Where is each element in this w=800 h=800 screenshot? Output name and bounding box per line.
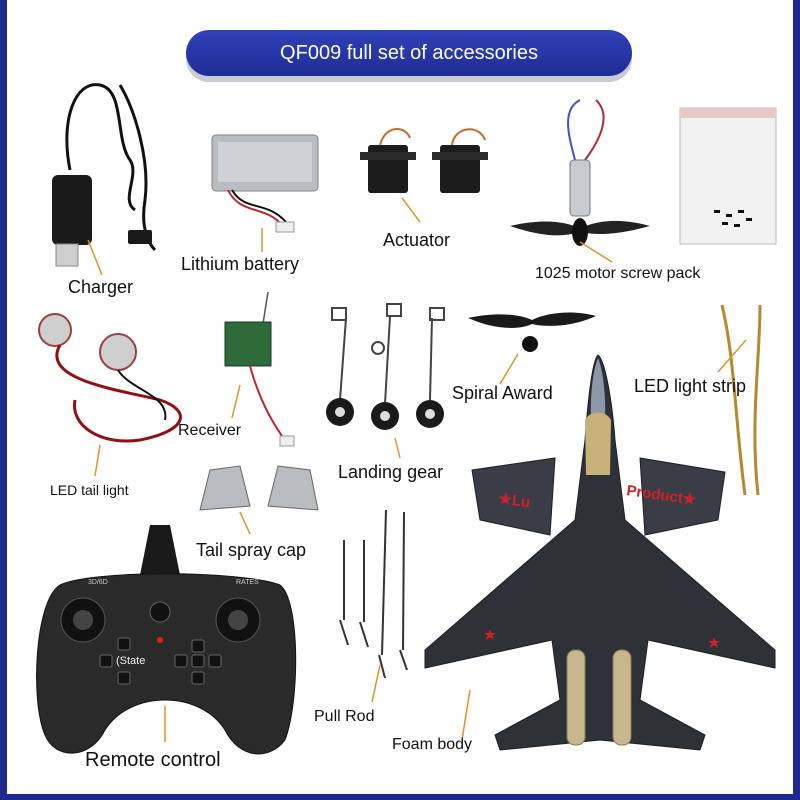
remote-rates-tag: RATES xyxy=(236,579,259,586)
label-led-tail-light: LED tail light xyxy=(50,482,129,498)
page-title: QF009 full set of accessories xyxy=(186,30,632,76)
label-motor-screw-pack: 1025 motor screw pack xyxy=(535,265,701,282)
spiral-propeller-image xyxy=(468,312,596,385)
label-lithium-battery: Lithium battery xyxy=(181,254,300,274)
led-light-strip-image xyxy=(717,304,762,496)
label-pull-rod: Pull Rod xyxy=(314,708,375,725)
foam-body-image: ★Lu Product★ xyxy=(424,354,776,751)
label-receiver: Receiver xyxy=(178,422,242,439)
actuator-image xyxy=(360,128,488,223)
pull-rod-image xyxy=(339,509,408,703)
plane-left-fin-text: ★Lu xyxy=(497,490,531,511)
label-remote-control: Remote control xyxy=(85,749,221,771)
remote-control-image: 3D/6D RATES (State xyxy=(36,525,297,755)
label-tail-spray-cap: Tail spray cap xyxy=(196,540,307,560)
label-charger: Charger xyxy=(68,277,134,297)
motor-image xyxy=(510,99,650,246)
label-foam-body: Foam body xyxy=(392,736,473,753)
receiver-image xyxy=(224,291,295,447)
label-actuator: Actuator xyxy=(383,230,451,250)
remote-mode-tag: 3D/6D xyxy=(88,579,108,586)
label-led-light-strip: LED light strip xyxy=(634,376,747,396)
charger-image xyxy=(52,83,157,267)
leader-lines xyxy=(87,228,613,276)
led-tail-light-image xyxy=(38,313,182,477)
label-spiral-award: Spiral Award xyxy=(452,383,553,403)
landing-gear-image xyxy=(326,303,445,459)
screw-pack-image xyxy=(679,107,777,245)
battery-image xyxy=(211,134,319,233)
tail-spray-cap-image xyxy=(199,465,319,535)
label-landing-gear: Landing gear xyxy=(338,462,444,482)
remote-state-label: (State xyxy=(116,655,145,667)
